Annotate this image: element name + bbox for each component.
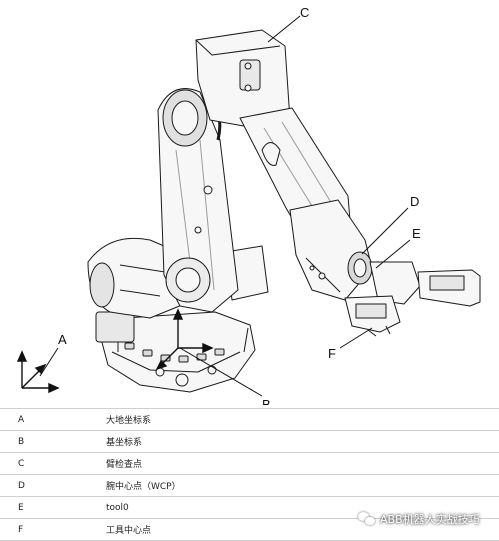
tool — [369, 261, 421, 305]
callout-f: F — [328, 346, 336, 361]
legend-description: 基坐标系 — [86, 430, 499, 453]
callout-e: E — [412, 226, 421, 241]
robot-base — [99, 311, 256, 393]
world-frame — [16, 350, 60, 394]
wrist-housing — [289, 199, 373, 301]
legend-key: D — [0, 474, 86, 497]
legend-key: E — [0, 496, 86, 519]
legend-description: tool0 — [86, 496, 499, 519]
legend-key: B — [0, 430, 86, 453]
callout-b: B — [262, 397, 271, 405]
wechat-icon — [358, 512, 376, 526]
watermark: ABB机器人实战技巧 — [358, 511, 480, 527]
robot-diagram: C D E A F B — [16, 5, 481, 405]
callout-d: D — [410, 194, 419, 209]
legend-description: 腕中心点（WCP） — [86, 474, 499, 497]
legend-description: 大地坐标系 — [86, 408, 499, 431]
base-frame — [155, 308, 214, 371]
robot-illustration — [87, 29, 481, 393]
legend-key: F — [0, 518, 86, 541]
callout-c: C — [300, 5, 309, 20]
leader-lines — [39, 15, 411, 397]
legend-key: C — [0, 452, 86, 475]
callout-a: A — [58, 332, 67, 347]
legend-key: A — [0, 408, 86, 431]
legend-description: 臂检查点 — [86, 452, 499, 475]
watermark-text: ABB机器人实战技巧 — [380, 513, 480, 526]
